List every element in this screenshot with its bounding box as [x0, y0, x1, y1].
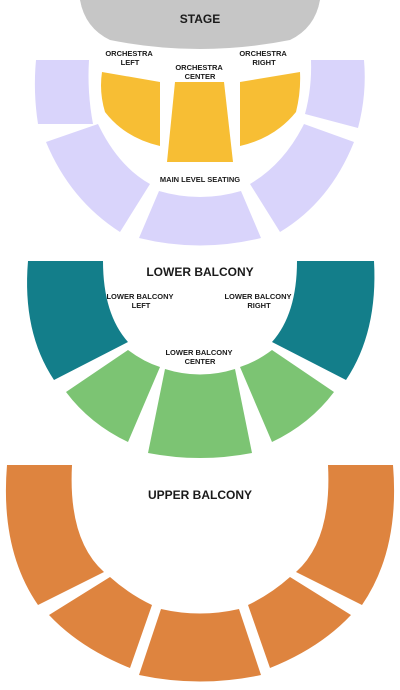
lower-balcony-left-section[interactable] [27, 261, 129, 380]
main-level-label: MAIN LEVEL SEATING [160, 175, 240, 184]
upper-balcony-label: UPPER BALCONY [148, 488, 252, 502]
stage-label: STAGE [180, 12, 220, 26]
lower-balcony-label: LOWER BALCONY [146, 265, 253, 279]
lower-balcony-center-section[interactable] [148, 369, 252, 458]
lower-balcony-center-label: LOWER BALCONY CENTER [165, 348, 234, 366]
main-level-outer-right-section[interactable] [305, 60, 365, 128]
upper-balcony-center-section[interactable] [139, 609, 261, 682]
lower-balcony-right-section[interactable] [272, 261, 375, 380]
orchestra-left-label: ORCHESTRA LEFT [105, 49, 154, 67]
lower-balcony-left-label: LOWER BALCONY LEFT [106, 292, 175, 310]
lower-balcony-right-label: LOWER BALCONY RIGHT [224, 292, 293, 310]
orchestra-center-section[interactable] [167, 82, 233, 162]
main-level-outer-left-section[interactable] [34, 60, 93, 124]
upper-balcony-lower-right-section[interactable] [248, 577, 351, 668]
upper-balcony-right-section[interactable] [296, 465, 395, 605]
lower-balcony-center-left-section[interactable] [66, 350, 160, 442]
orchestra-center-label: ORCHESTRA CENTER [175, 63, 224, 81]
stage-area [80, 0, 320, 49]
orchestra-right-label: ORCHESTRA RIGHT [239, 49, 288, 67]
lower-balcony-center-right-section[interactable] [240, 350, 334, 442]
main-level-lower-left-section[interactable] [46, 124, 150, 232]
main-level-center-section[interactable] [139, 191, 261, 246]
orchestra-right-section[interactable] [240, 72, 301, 146]
orchestra-left-section[interactable] [101, 72, 160, 146]
upper-balcony-lower-left-section[interactable] [49, 577, 152, 668]
main-level-lower-right-section[interactable] [250, 124, 354, 232]
upper-balcony-left-section[interactable] [5, 465, 104, 605]
